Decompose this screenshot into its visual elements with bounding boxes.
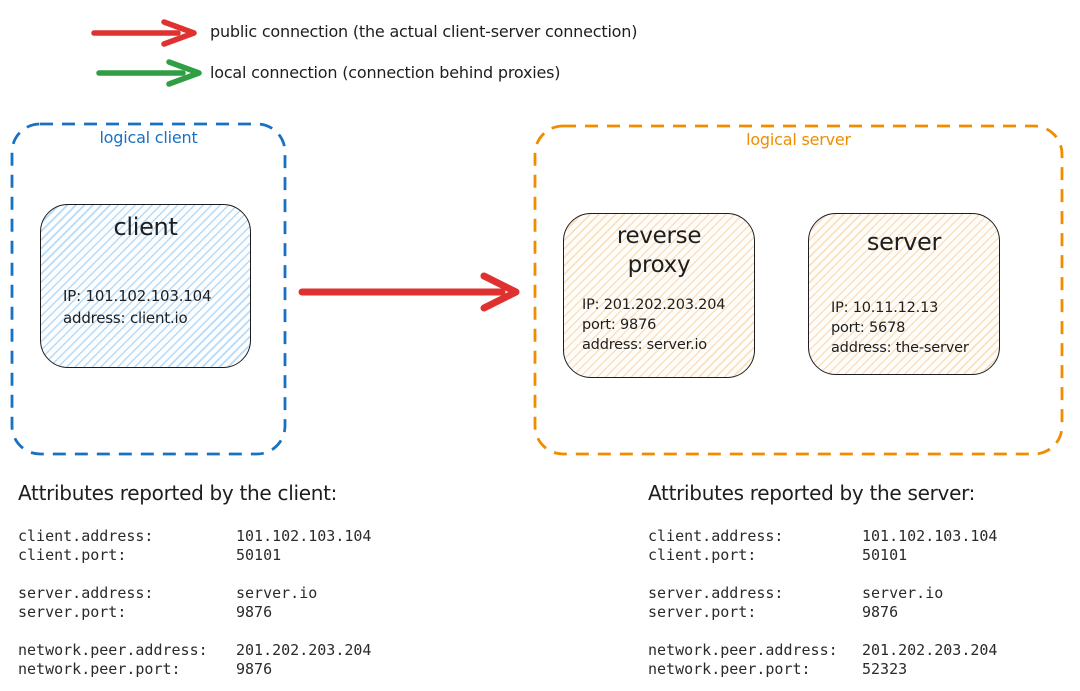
attr-value: 201.202.203.204	[862, 641, 998, 659]
attr-key: network.peer.port:	[648, 660, 811, 678]
reverse-proxy-node-address: address: server.io	[582, 337, 707, 353]
attr-key: server.port:	[18, 603, 127, 621]
logical-client-label: logical client	[99, 128, 198, 147]
reverse-proxy-node-details: IP: 201.202.203.204 port: 9876 address: …	[582, 295, 725, 355]
logical-server-boundary	[533, 124, 1064, 456]
client-node-title: client	[113, 213, 178, 241]
server-node-ip: IP: 10.11.12.13	[831, 300, 939, 316]
attr-row: server.port: 9876	[648, 603, 997, 622]
attr-row: client.port: 50101	[648, 546, 997, 565]
reverse-proxy-node-title: reverse proxy	[616, 223, 702, 278]
attr-value: 52323	[862, 660, 908, 678]
server-attributes-list: client.address: 101.102.103.104 client.p…	[648, 527, 997, 691]
server-node-title: server	[866, 228, 942, 256]
attr-row: client.port: 50101	[18, 546, 371, 565]
attr-key: network.peer.address:	[18, 641, 208, 659]
attr-row: server.address: server.io	[18, 584, 371, 603]
attr-row: network.peer.port: 9876	[18, 660, 371, 679]
client-node-details: IP: 101.102.103.104 address: client.io	[63, 285, 212, 329]
attr-value: 9876	[236, 603, 273, 621]
attr-key: client.address:	[18, 527, 154, 545]
server-attr-group-server: server.address: server.io server.port: 9…	[648, 584, 997, 622]
attr-value: server.io	[862, 584, 944, 602]
attr-value: 101.102.103.104	[236, 527, 372, 545]
attr-value: 50101	[236, 546, 282, 564]
public-connection-legend-label: public connection (the actual client-ser…	[210, 22, 638, 41]
public-connection-arrow-icon	[91, 19, 197, 47]
attr-key: server.port:	[648, 603, 757, 621]
local-connection-legend-label: local connection (connection behind prox…	[210, 63, 561, 82]
server-attr-group-network-peer: network.peer.address: 201.202.203.204 ne…	[648, 641, 997, 679]
client-node-address: address: client.io	[63, 309, 188, 327]
reverse-proxy-node: reverse proxy IP: 201.202.203.204 port: …	[563, 213, 755, 378]
client-attr-group-server: server.address: server.io server.port: 9…	[18, 584, 371, 622]
attr-key: server.address:	[648, 584, 784, 602]
attr-key: server.address:	[18, 584, 154, 602]
attr-key: client.address:	[648, 527, 784, 545]
reverse-proxy-node-port: port: 9876	[582, 317, 657, 333]
logical-client-boundary	[10, 122, 287, 456]
client-attr-group-client: client.address: 101.102.103.104 client.p…	[18, 527, 371, 565]
attr-key: client.port:	[648, 546, 757, 564]
client-attributes-heading: Attributes reported by the client:	[18, 481, 338, 505]
attr-row: network.peer.port: 52323	[648, 660, 997, 679]
server-attributes-heading: Attributes reported by the server:	[648, 481, 976, 505]
attr-value: 9876	[862, 603, 899, 621]
server-node-address: address: the-server	[831, 340, 969, 356]
server-attr-group-client: client.address: 101.102.103.104 client.p…	[648, 527, 997, 565]
attr-row: network.peer.address: 201.202.203.204	[18, 641, 371, 660]
server-node-port: port: 5678	[831, 320, 906, 336]
local-connection-arrow-icon	[96, 59, 202, 87]
client-node: client IP: 101.102.103.104 address: clie…	[40, 204, 251, 368]
attr-value: 9876	[236, 660, 273, 678]
client-attributes-list: client.address: 101.102.103.104 client.p…	[18, 527, 371, 691]
attr-row: server.port: 9876	[18, 603, 371, 622]
attr-value: 101.102.103.104	[862, 527, 998, 545]
server-node-details: IP: 10.11.12.13 port: 5678 address: the-…	[831, 298, 969, 358]
server-node: server IP: 10.11.12.13 port: 5678 addres…	[808, 213, 1000, 375]
client-attr-group-network-peer: network.peer.address: 201.202.203.204 ne…	[18, 641, 371, 679]
logical-server-label: logical server	[746, 130, 851, 149]
client-to-server-arrow-icon	[298, 272, 520, 312]
attr-value: 201.202.203.204	[236, 641, 372, 659]
attr-key: network.peer.address:	[648, 641, 838, 659]
attr-key: client.port:	[18, 546, 127, 564]
attr-row: server.address: server.io	[648, 584, 997, 603]
attr-row: client.address: 101.102.103.104	[648, 527, 997, 546]
attr-row: client.address: 101.102.103.104	[18, 527, 371, 546]
attr-key: network.peer.port:	[18, 660, 181, 678]
reverse-proxy-node-ip: IP: 201.202.203.204	[582, 297, 726, 313]
attr-value: 50101	[862, 546, 908, 564]
attr-row: network.peer.address: 201.202.203.204	[648, 641, 997, 660]
client-node-ip: IP: 101.102.103.104	[63, 287, 212, 305]
attr-value: server.io	[236, 584, 318, 602]
